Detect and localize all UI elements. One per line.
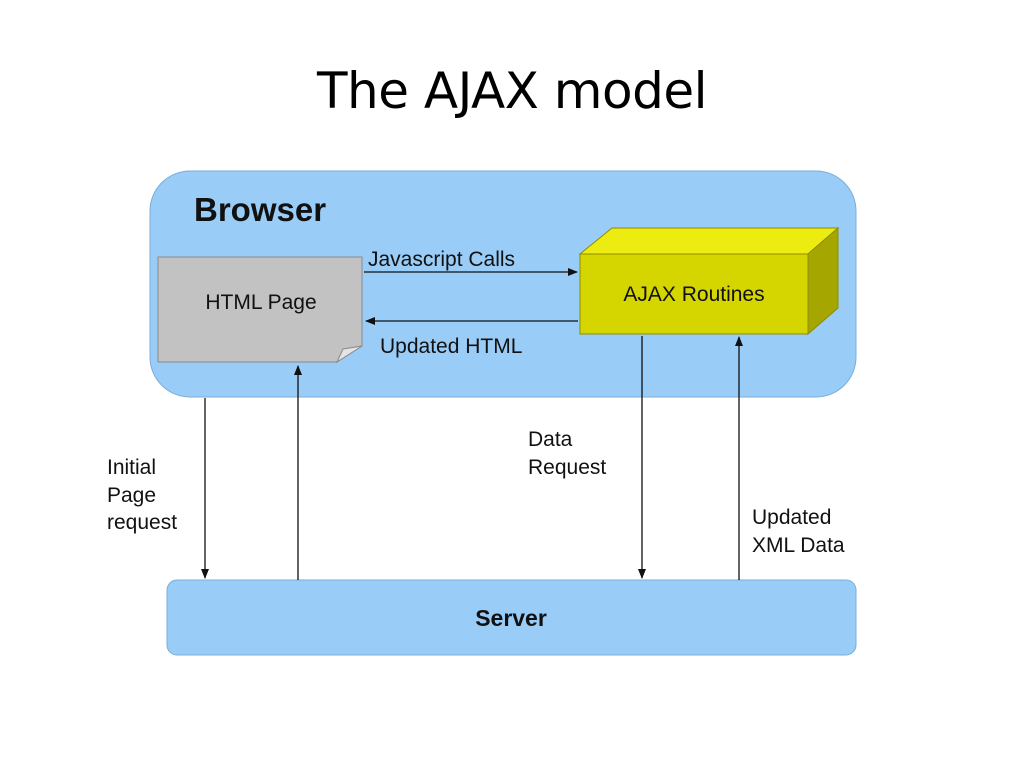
ajax-routines-box xyxy=(579,253,809,335)
javascript-calls-label: Javascript Calls xyxy=(368,248,515,271)
initial-request-line-3: request xyxy=(107,511,177,534)
ajax-box-top xyxy=(578,227,840,255)
initial-request-line-2: Page xyxy=(107,484,156,507)
html-page-label: HTML Page xyxy=(205,291,316,314)
initial-request-line-1: Initial xyxy=(107,456,156,479)
ajax-routines-label: AJAX Routines xyxy=(623,283,764,306)
server-container xyxy=(166,579,857,656)
updated-html-label: Updated HTML xyxy=(380,335,522,358)
initial-request-label: Initial Page request xyxy=(107,456,177,534)
browser-label: Browser xyxy=(194,191,326,228)
page-title: The AJAX model xyxy=(317,62,708,120)
updated-xml-label: Updated XML Data xyxy=(752,506,845,557)
data-request-line-2: Request xyxy=(528,456,606,479)
data-request-label: Data Request xyxy=(528,428,606,479)
data-request-line-1: Data xyxy=(528,428,573,451)
html-page-fold xyxy=(335,345,363,364)
server-label: Server xyxy=(475,605,547,631)
updated-xml-line-1: Updated xyxy=(752,506,831,529)
updated-xml-line-2: XML Data xyxy=(752,534,845,557)
